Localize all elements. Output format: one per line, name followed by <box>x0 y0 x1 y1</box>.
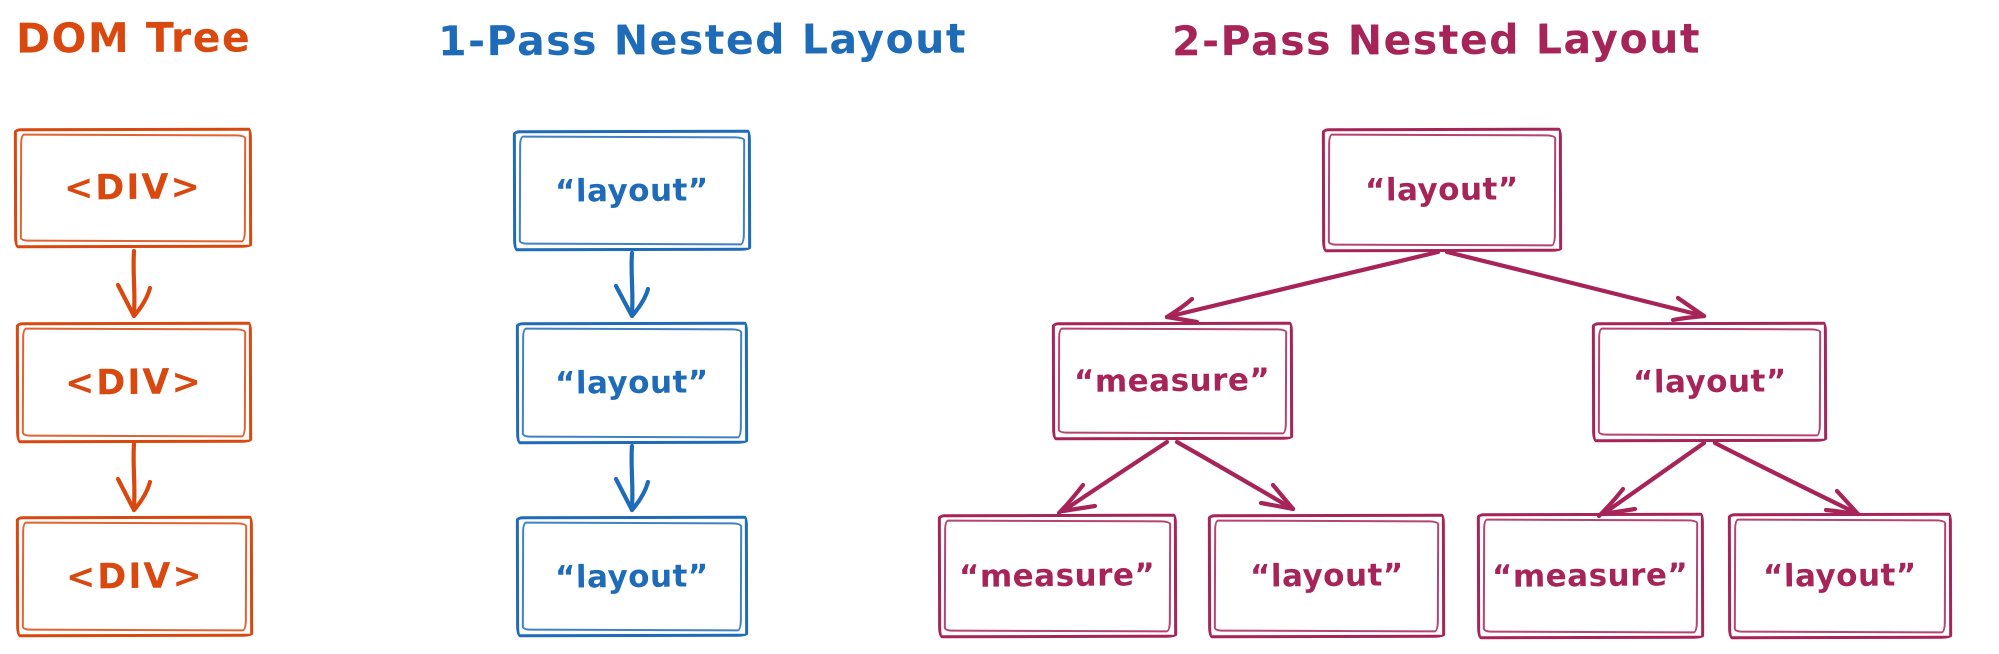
arrow-measure-to-leaf-measure-1 <box>1056 439 1170 516</box>
tree-leaf-layout-2: “layout” <box>1727 512 1953 640</box>
dom-node-3: <DIV> <box>15 515 254 638</box>
arrow-one-pass-2-to-3 <box>613 443 651 513</box>
dom-node-1-label: <DIV> <box>63 167 203 209</box>
arrow-measure-to-leaf-layout-1 <box>1174 439 1296 512</box>
dom-node-1: <DIV> <box>13 127 253 249</box>
tree-measure-left: “measure” <box>1051 321 1294 441</box>
tree-leaf-measure-1: “measure” <box>937 513 1178 639</box>
tree-layout-right-label: “layout” <box>1632 363 1787 401</box>
one-pass-node-3-label: “layout” <box>554 557 710 596</box>
dom-node-2: <DIV> <box>15 321 253 444</box>
arrow-root-to-layout <box>1444 249 1707 323</box>
tree-layout-right: “layout” <box>1591 321 1828 443</box>
one-pass-node-1-label: “layout” <box>554 171 710 210</box>
arrow-layout-to-leaf-measure-2 <box>1596 440 1707 519</box>
tree-leaf-measure-2: “measure” <box>1476 512 1705 640</box>
one-pass-node-2: “layout” <box>515 321 749 445</box>
arrow-root-to-measure <box>1164 249 1441 325</box>
tree-leaf-layout-1: “layout” <box>1207 513 1446 639</box>
section-title-dom-tree: DOM Tree <box>15 13 252 63</box>
arrow-dom-1-to-2 <box>115 248 153 319</box>
one-pass-node-2-label: “layout” <box>554 364 710 402</box>
tree-measure-left-label: “measure” <box>1074 362 1271 400</box>
one-pass-node-3: “layout” <box>515 515 749 638</box>
tree-leaf-measure-2-label: “measure” <box>1492 557 1689 595</box>
tree-root-layout: “layout” <box>1321 127 1563 253</box>
arrow-layout-to-leaf-layout-2 <box>1712 440 1861 517</box>
arrow-one-pass-1-to-2 <box>613 250 651 319</box>
tree-root-layout-label: “layout” <box>1364 171 1520 209</box>
dom-node-2-label: <DIV> <box>64 361 204 404</box>
arrow-dom-2-to-3 <box>115 441 153 513</box>
section-title-two-pass: 2-Pass Nested Layout <box>1171 14 1702 66</box>
one-pass-node-1: “layout” <box>512 129 752 252</box>
tree-leaf-measure-1-label: “measure” <box>959 557 1156 595</box>
tree-leaf-layout-1-label: “layout” <box>1249 557 1404 595</box>
tree-leaf-layout-2-label: “layout” <box>1762 557 1918 595</box>
dom-node-3-label: <DIV> <box>65 555 204 598</box>
section-title-one-pass: 1-Pass Nested Layout <box>437 14 968 66</box>
